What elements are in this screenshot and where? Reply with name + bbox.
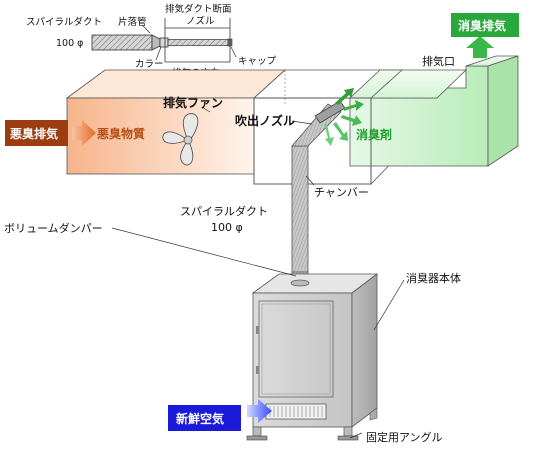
odor-flow-arrow (72, 120, 96, 146)
fixing-angle-leader (349, 432, 363, 439)
fresh-air-arrow (247, 399, 272, 423)
inset-title: 排気ダクト断面 (165, 3, 232, 15)
inset-duct-size: 100 φ (56, 38, 83, 49)
odor-substance-label: 悪臭物質 (97, 126, 145, 141)
deodorant-label: 消臭剤 (356, 127, 392, 142)
outlet-nozzle-label: 吹出ノズル (235, 113, 295, 128)
fresh-air-tag (168, 405, 241, 431)
exhaust-fan-duct (65, 69, 287, 175)
spiral-duct-label: スパイラルダクト (180, 204, 268, 218)
odor-exhaust-label: 悪臭排気 (10, 126, 58, 141)
cabinet-door (258, 300, 334, 398)
inset-reducer (151, 34, 161, 51)
deodorized-exhaust-arrow (466, 36, 494, 58)
inset-duct-label: スパイラルダクト (26, 16, 102, 28)
spiral-duct (290, 100, 346, 285)
chamber-label: チャンバー (314, 186, 369, 199)
intake-grille (265, 403, 327, 420)
unit-body-leader (373, 279, 405, 331)
spiral-duct-size-label: 100 φ (211, 221, 243, 234)
fixing-angle-label: 固定用アングル (366, 430, 443, 444)
deodorant-spray-arrows (324, 88, 364, 146)
hinge-top (256, 326, 259, 334)
inset-nozzle-label: ノズル (186, 15, 215, 27)
duct-cross-section-inset: 排気ダクト断面 片落管 スパイラルダクト 100 φ ノズル カラー キャップ … (26, 3, 277, 79)
deodorizer-cabinet (246, 273, 379, 441)
hinge-bottom (256, 366, 259, 374)
deodorized-exhaust-label: 消臭排気 (458, 18, 506, 33)
fixing-angle-left (246, 435, 268, 441)
fixing-angle-right (337, 435, 359, 441)
inset-cap-label: キャップ (238, 56, 277, 67)
unit-body-label: 消臭器本体 (406, 271, 461, 285)
inset-nozzle (167, 39, 229, 46)
fresh-air-label: 新鮮空気 (176, 411, 224, 426)
volume-damper-label: ボリュームダンパー (4, 221, 103, 235)
deodorized-exhaust-tag (451, 13, 519, 37)
inset-pipe-section-label: 片落管 (118, 16, 147, 28)
exhaust-fan-icon (162, 113, 199, 166)
inset-spiral-duct (91, 34, 153, 51)
exhaust-port-label: 排気口 (422, 54, 455, 68)
inset-collar (159, 37, 169, 48)
odor-exhaust-tag (5, 120, 68, 146)
green-outlet-box (253, 55, 519, 185)
exhaust-fan-label: 排気ファン (163, 95, 223, 110)
inset-collar-label: カラー (135, 59, 164, 70)
volume-damper-leader (111, 227, 297, 277)
